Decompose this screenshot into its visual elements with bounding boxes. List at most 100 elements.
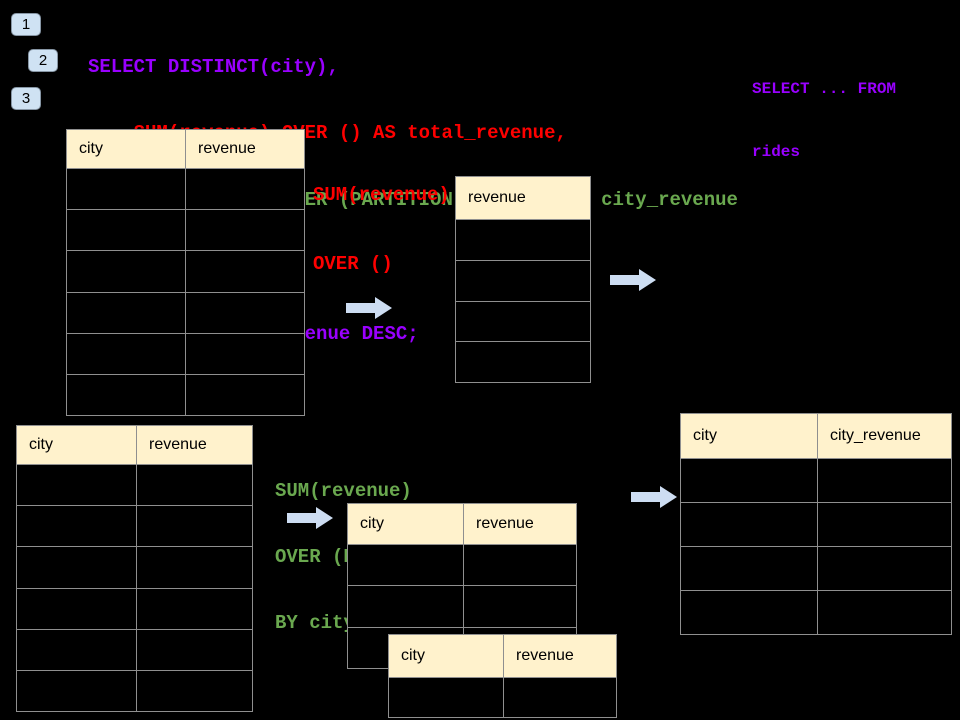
- table-cell: [348, 545, 464, 586]
- step-badge-label: 2: [38, 52, 48, 69]
- table-cell: [17, 670, 137, 712]
- column-header-city: city: [389, 635, 504, 677]
- table-row: [17, 669, 252, 712]
- table-cell: [17, 547, 137, 588]
- table-row: [67, 332, 304, 374]
- note-line: rides: [752, 143, 801, 161]
- column-header-revenue: revenue: [516, 647, 574, 664]
- table-header-row: city revenue: [17, 426, 252, 464]
- table-partition-overlay: city revenue: [388, 634, 617, 718]
- table-header-row: city revenue: [67, 130, 304, 168]
- table-cell: [681, 503, 818, 546]
- column-header-city: city: [17, 426, 137, 464]
- table-cell: [456, 261, 590, 301]
- right-arrow-icon: [610, 269, 656, 291]
- table-row: [17, 546, 252, 588]
- table-cell: [348, 586, 464, 627]
- table-cell: [456, 220, 590, 260]
- table-cell: [389, 678, 504, 717]
- right-arrow-icon: [287, 507, 333, 529]
- table-row: [456, 300, 590, 342]
- table-cell: [17, 506, 137, 547]
- table-cell: [818, 591, 951, 634]
- sql-line-select: SELECT DISTINCT(city),: [88, 55, 339, 78]
- table-header-row: city revenue: [348, 504, 576, 544]
- column-header-revenue: revenue: [149, 436, 207, 453]
- table-row: [681, 502, 951, 546]
- step-badge-3: 3: [11, 87, 41, 110]
- table-row: [67, 291, 304, 333]
- table-cell: [67, 374, 186, 416]
- table-cell: [186, 375, 304, 415]
- table-row: [67, 168, 304, 210]
- table-cell: [464, 545, 576, 585]
- table-source-bottom: city revenue: [16, 425, 253, 712]
- table-cell: [67, 292, 186, 333]
- column-header-revenue: revenue: [468, 189, 526, 206]
- table-header-row: city revenue: [389, 635, 616, 677]
- table-cell: [67, 210, 186, 251]
- table-row: [17, 587, 252, 629]
- step-badge-2: 2: [28, 49, 58, 72]
- table-header-row: revenue: [456, 177, 590, 219]
- table-cell: [67, 251, 186, 292]
- column-header-revenue: revenue: [476, 515, 534, 532]
- table-row: [348, 585, 576, 627]
- table-cell: [137, 465, 252, 505]
- table-cell: [818, 459, 951, 502]
- table-row: [17, 464, 252, 506]
- table-row: [67, 373, 304, 416]
- annotation-line: SUM(revenue): [313, 184, 450, 206]
- table-row: [17, 628, 252, 670]
- table-cell: [137, 506, 252, 546]
- step-badge-1: 1: [11, 13, 41, 36]
- table-row: [17, 505, 252, 547]
- table-source-top: city revenue: [66, 129, 305, 416]
- table-cell: [504, 678, 616, 717]
- table-cell: [137, 547, 252, 587]
- table-cell: [681, 459, 818, 502]
- table-header-row: city city_revenue: [681, 414, 951, 458]
- column-header-city: city: [681, 414, 818, 458]
- table-row: [456, 259, 590, 301]
- column-header-city: city: [348, 504, 464, 544]
- table-cell: [137, 671, 252, 711]
- table-cell: [186, 334, 304, 374]
- right-arrow-icon: [346, 297, 392, 319]
- table-row: [67, 209, 304, 251]
- step-badge-label: 3: [21, 90, 31, 107]
- table-cell: [17, 629, 137, 670]
- table-cell: [464, 586, 576, 626]
- table-cell: [137, 589, 252, 629]
- table-cell: [67, 333, 186, 374]
- table-total-revenue-result: revenue: [455, 176, 591, 383]
- annotation-total-revenue: SUM(revenue) OVER (): [313, 138, 450, 322]
- annotation-line: SUM(revenue): [275, 480, 412, 502]
- table-cell: [456, 342, 590, 382]
- table-cell: [17, 465, 137, 506]
- column-header-revenue: revenue: [198, 140, 256, 157]
- step-badge-label: 1: [21, 16, 31, 33]
- table-row: [681, 590, 951, 634]
- table-cell: [67, 169, 186, 210]
- note-line: SELECT ... FROM: [752, 80, 897, 98]
- table-row: [348, 544, 576, 586]
- table-cell: [818, 503, 951, 546]
- table-cell: [681, 547, 818, 590]
- table-cell: [681, 591, 818, 634]
- table-row: [456, 341, 590, 382]
- table-row: [681, 458, 951, 502]
- table-cell: [137, 630, 252, 670]
- table-cell: [456, 302, 590, 342]
- table-cell: [17, 588, 137, 629]
- table-row: [681, 546, 951, 590]
- table-cell: [186, 293, 304, 333]
- right-arrow-icon: [631, 486, 677, 508]
- table-cell: [818, 547, 951, 590]
- table-cell: [186, 251, 304, 291]
- select-from-note: SELECT ... FROM rides: [752, 37, 896, 205]
- table-final-result: city city_revenue: [680, 413, 952, 635]
- table-row: [456, 219, 590, 260]
- column-header-city: city: [67, 130, 186, 168]
